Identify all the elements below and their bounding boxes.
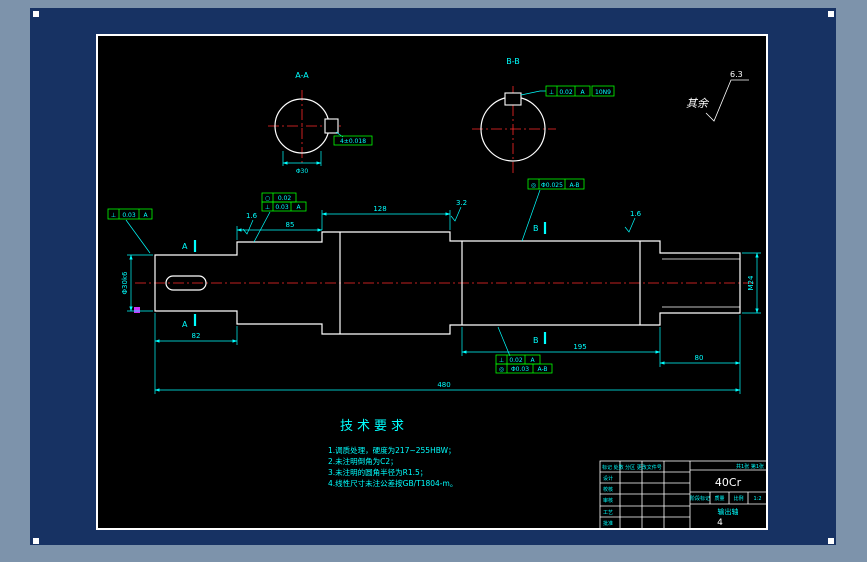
default-roughness-note: 其余 6.3 [686, 70, 749, 122]
tech-req-line: 3.未注明的圆角半径为R1.5； [328, 467, 427, 477]
tech-requirements: 技术要求 1.调质处理，硬度为217~255HBW； 2.未注明倒角为C2； 3… [328, 419, 457, 488]
leader [520, 90, 546, 96]
dim-480: 480 [437, 381, 450, 389]
fcf-box [495, 363, 553, 374]
tech-req-line: 1.调质处理，硬度为217~255HBW； [328, 445, 456, 455]
section-b-label: B-B [506, 57, 520, 66]
fcf-datum: A-B [569, 182, 579, 189]
cut-label-a-top: A [182, 242, 188, 251]
tolerance-box [333, 135, 373, 146]
title-block: 标记 处数 分区 更改文件号 设计 校核 审核 工艺 批准 共1张 第1张 40… [599, 460, 768, 530]
keyway-slot [165, 275, 207, 291]
fcf-symbol: ⊥ [111, 212, 116, 219]
sheet-number: 4 [717, 518, 723, 528]
tech-req-title: 技术要求 [340, 419, 408, 434]
scale-value: 1:2 [753, 496, 761, 502]
leader [125, 219, 151, 254]
tech-req-line: 4.线性尺寸未注公差按GB/T1804-m。 [328, 478, 457, 488]
shaft-drawing: A A B B [134, 222, 757, 345]
roughness-check-icon [242, 219, 254, 235]
info-label-scale: 比例 [733, 495, 743, 502]
leader [497, 326, 511, 357]
viewport-grip[interactable] [828, 538, 834, 544]
roughness-value: 6.3 [730, 70, 743, 79]
dim-82: 82 [192, 332, 201, 340]
cut-label-b-bottom: B [533, 336, 539, 345]
section-a-keyway [324, 118, 339, 134]
fcf-symbol: ◎ [531, 182, 536, 189]
fcf-datum: A [143, 212, 148, 219]
key-dim-box [591, 85, 615, 97]
fcf-symbol: ⊥ [549, 89, 554, 96]
fcf-box [545, 85, 591, 97]
fcf-datum: A [296, 204, 301, 211]
section-b-keyway [504, 92, 522, 106]
title-block-frame [599, 460, 768, 530]
section-a-dia-dim: Φ30 [296, 168, 309, 175]
fcf-value: 0.03 [275, 204, 289, 211]
fcf-symbol: ◎ [499, 366, 504, 373]
roughness-check-icon [450, 206, 462, 222]
cut-label-a-bottom: A [182, 320, 188, 329]
section-b-key-dim: 10N9 [595, 89, 611, 96]
leader [253, 211, 271, 243]
fcf-datum: A [580, 89, 585, 96]
info-label-weight: 质量 [714, 495, 724, 502]
viewport-grip[interactable] [33, 538, 39, 544]
roughness-check-icon [705, 79, 749, 122]
tech-req-line: 2.未注明倒角为C2； [328, 456, 398, 466]
role-label: 设计 [603, 475, 613, 482]
feature-control-frames: ⊥ 0.03 A ○ 0.02 ⊥ 0.03 A ◎ Φ0.025 A-B ⊥ … [107, 178, 585, 374]
fcf-value: 0.02 [509, 357, 523, 364]
fcf-value: Φ0.03 [511, 366, 529, 373]
section-a-tolerance: 4±0.018 [340, 138, 366, 145]
revision-header: 标记 处数 分区 更改文件号 [602, 464, 662, 471]
role-label: 审核 [603, 497, 613, 504]
roughness-3: 1.6 [630, 210, 642, 218]
fcf-value: Φ0.025 [541, 182, 563, 189]
roughness-prefix-label: 其余 [686, 97, 710, 110]
sheet-note: 共1张 第1张 [736, 463, 764, 470]
section-view-b: B-B ⊥ 0.02 A 10N9 [472, 57, 615, 174]
roughness-check-icon [624, 217, 636, 233]
leader [521, 189, 541, 242]
fcf-box [107, 208, 153, 220]
drawing-sheet-border [96, 34, 768, 530]
dim-thread: M24 [747, 275, 755, 290]
fcf-box [527, 178, 585, 190]
info-label-stage: 阶段标记 [690, 495, 710, 502]
fcf-symbol: ○ [265, 195, 270, 202]
role-label: 工艺 [603, 510, 613, 516]
fcf-value: 0.03 [122, 212, 136, 219]
dim-128: 128 [373, 205, 386, 213]
roughness-2: 3.2 [456, 199, 467, 207]
dim-dia-left: Φ30k6 [121, 271, 129, 294]
cut-label-b-top: B [533, 224, 539, 233]
roughness-1: 1.6 [246, 212, 258, 220]
section-view-a: A-A Φ30 4±0.018 [268, 71, 373, 175]
shaft-outline [154, 231, 741, 335]
role-label: 批准 [603, 520, 613, 527]
dim-85: 85 [286, 221, 295, 229]
snap-marker [134, 307, 140, 313]
fcf-datum: A [530, 357, 535, 364]
material-label: 40Cr [715, 476, 742, 489]
role-label: 校核 [603, 486, 613, 493]
dim-195: 195 [573, 343, 586, 351]
fcf-datum: A-B [537, 366, 547, 373]
dimensions: 82 195 80 480 85 128 1.6 3.2 1.6 [121, 199, 761, 394]
fcf-value: 0.02 [278, 195, 292, 202]
fcf-value: 0.02 [559, 89, 573, 96]
part-name: 输出轴 [718, 507, 739, 516]
dim-80: 80 [695, 354, 704, 362]
viewport-grip[interactable] [33, 11, 39, 17]
section-a-label: A-A [295, 71, 309, 80]
viewport-grip[interactable] [828, 11, 834, 17]
fcf-box [261, 201, 307, 212]
fcf-symbol: ⊥ [265, 204, 270, 211]
fcf-symbol: ⊥ [499, 357, 504, 364]
